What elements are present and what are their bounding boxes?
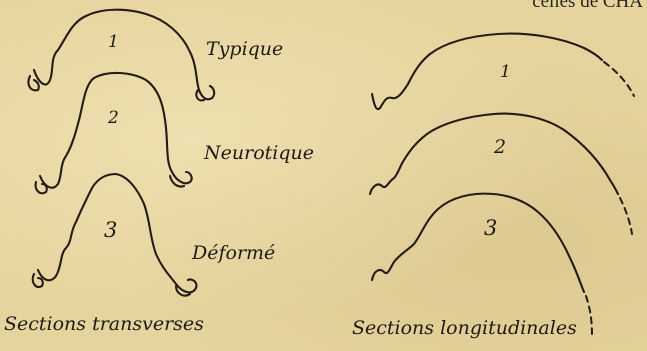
longitudinal-section-1 [372, 34, 602, 109]
longitudinal-section-2-continuation [620, 198, 632, 234]
label-typique: Typique [206, 38, 283, 60]
longitudinal-section-3-continuation [586, 296, 592, 334]
longitudinal-number-2: 2 [494, 136, 506, 158]
transverse-number-1: 1 [108, 32, 119, 52]
caption-sections-transverses: Sections transverses [4, 313, 204, 335]
longitudinal-section-3 [372, 194, 584, 292]
longitudinal-section-1-continuation [604, 62, 634, 96]
transverse-number-3: 3 [104, 218, 117, 242]
transverse-section-neurotique [40, 73, 192, 188]
transverse-section-typique [34, 10, 214, 101]
transverse-number-2: 2 [108, 108, 119, 128]
label-deforme: Déformé [192, 242, 275, 264]
longitudinal-number-1: 1 [500, 62, 511, 82]
label-neurotique: Neurotique [204, 142, 314, 164]
longitudinal-number-3: 3 [484, 216, 497, 240]
caption-sections-longitudinales: Sections longitudinales [352, 317, 577, 339]
